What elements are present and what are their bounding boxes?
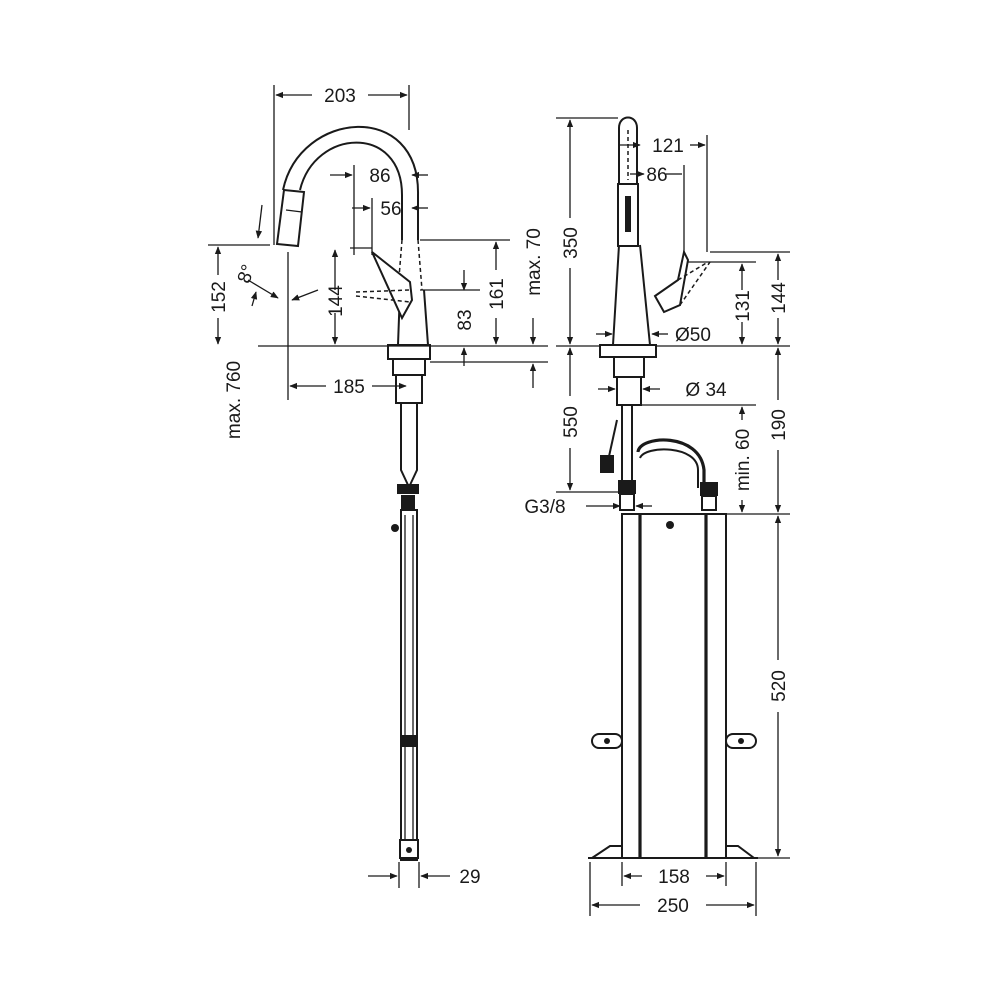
dim-83: 83 (455, 309, 476, 330)
dim-8-degree: 8° (234, 262, 260, 286)
dim-86-left: 86 (369, 166, 390, 187)
dim-161: 161 (487, 278, 508, 310)
dim-121: 121 (652, 136, 684, 157)
left-faucet-side-view (275, 125, 431, 861)
dim-185: 185 (333, 377, 365, 398)
dim-152: 152 (209, 281, 230, 313)
left-dimensions: 203 86 56 144 83 161 max. 70 (208, 85, 548, 888)
right-faucet-front-view (588, 116, 758, 859)
dim-520: 520 (769, 670, 790, 702)
dim-144-left: 144 (326, 285, 347, 317)
dim-max-760: max. 760 (224, 361, 245, 439)
dim-29: 29 (459, 867, 480, 888)
right-dimensions: 350 121 86 131 144 Ø50 Ø 34 550 (524, 117, 790, 917)
dim-131: 131 (733, 290, 754, 322)
dim-350: 350 (561, 227, 582, 259)
dim-158: 158 (658, 867, 690, 888)
dim-86-right: 86 (646, 165, 667, 186)
dim-56: 56 (380, 199, 401, 220)
dim-203: 203 (324, 86, 356, 107)
dim-190: 190 (769, 409, 790, 441)
dim-144-right: 144 (769, 282, 790, 314)
dim-min-60: min. 60 (733, 429, 754, 491)
dim-d50: Ø50 (675, 325, 711, 346)
dim-max-70: max. 70 (524, 228, 545, 296)
dim-g38: G3/8 (524, 497, 565, 518)
dim-250: 250 (657, 896, 689, 917)
dim-d34: Ø 34 (685, 380, 727, 401)
dim-550: 550 (561, 406, 582, 438)
